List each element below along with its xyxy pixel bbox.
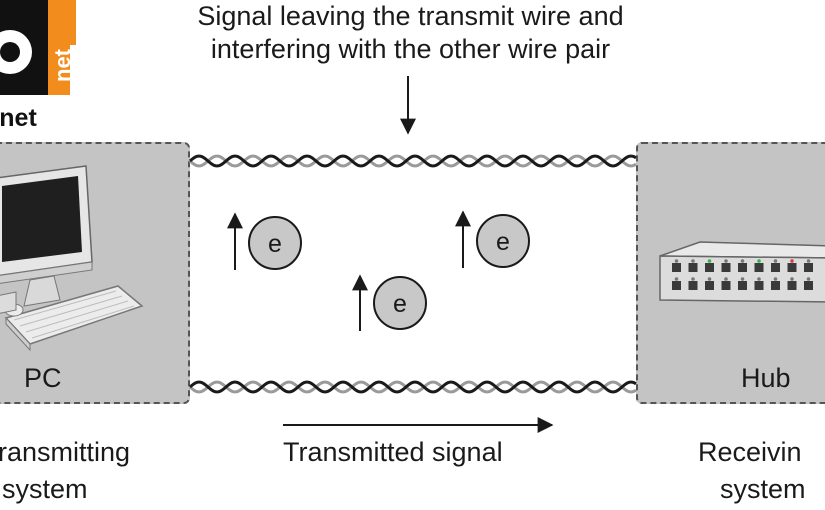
right-caption-line-2: system xyxy=(720,474,806,504)
electron-3: e xyxy=(373,276,427,330)
pc-illustration xyxy=(0,165,144,352)
hub-port-led xyxy=(674,259,679,263)
keyboard-edge xyxy=(5,316,31,352)
hub-port-led xyxy=(674,277,679,281)
hub-port-led xyxy=(740,277,745,281)
wire-top-dark xyxy=(189,154,637,168)
hub-port-led xyxy=(773,277,778,281)
hub-port xyxy=(721,263,731,272)
hub-port-led xyxy=(707,259,712,263)
monitor-screen xyxy=(2,176,82,262)
logo xyxy=(0,0,76,95)
left-caption-line-2: system xyxy=(2,474,88,504)
monitor-stand xyxy=(23,275,61,307)
wire-bottom-light xyxy=(189,380,637,394)
hub-port xyxy=(754,281,764,290)
hub-port-led xyxy=(806,277,811,281)
hub-port-led xyxy=(740,259,745,263)
hub-port xyxy=(738,263,747,272)
hub-port xyxy=(804,281,813,290)
hub-port-led xyxy=(757,259,761,263)
hub-port xyxy=(705,263,714,272)
hub-port-led xyxy=(691,259,695,263)
hub-label: Hub xyxy=(741,363,791,393)
hub-port-led xyxy=(806,259,811,263)
electron-2: e xyxy=(476,214,530,268)
hub-port-led xyxy=(724,277,728,281)
hub-port-led xyxy=(790,259,794,263)
hub-port-led xyxy=(757,277,761,281)
hub-port xyxy=(672,263,681,272)
title-line-1: Signal leaving the transmit wire and xyxy=(197,1,624,31)
hub-port-led xyxy=(691,277,695,281)
logo-wordmark: onet xyxy=(0,104,37,132)
hub-illustration xyxy=(659,241,825,303)
title-line-2: interfering with the other wire pair xyxy=(210,34,611,64)
hub-port xyxy=(787,263,797,272)
hub-port xyxy=(721,281,731,290)
hub-ports xyxy=(672,259,813,290)
hub-port-led xyxy=(790,277,794,281)
left-caption-line-1: ransmitting xyxy=(0,437,131,467)
diagram-title: Signal leaving the transmit wire and int… xyxy=(0,0,825,66)
hub-port xyxy=(738,281,747,290)
hub-port xyxy=(688,281,698,290)
monitor-chin xyxy=(0,261,93,284)
pc-label: PC xyxy=(24,363,62,393)
logo-orange-cap xyxy=(70,0,76,45)
right-caption-line-1: Receivin xyxy=(698,437,802,467)
electron-3-symbol: e xyxy=(393,290,407,318)
hub-port xyxy=(771,281,780,290)
hub-port-led xyxy=(773,259,778,263)
electron-1: e xyxy=(248,216,302,270)
wire-bottom-dark xyxy=(189,380,637,394)
hub-port xyxy=(804,263,813,272)
hub-port-led xyxy=(724,259,728,263)
hub-port xyxy=(688,263,698,272)
wire-top-light xyxy=(189,154,637,168)
hub-port-led xyxy=(707,277,712,281)
electron-2-symbol: e xyxy=(496,228,510,256)
signal-caption: Transmitted signal xyxy=(283,437,503,467)
hub-port xyxy=(672,281,681,290)
hub-port xyxy=(754,263,764,272)
hub-port xyxy=(705,281,714,290)
logo-ring-hole xyxy=(0,42,20,62)
logo-orange-tag xyxy=(48,0,70,95)
tower xyxy=(0,291,17,314)
hub-port xyxy=(771,263,780,272)
hub-port xyxy=(787,281,797,290)
electron-1-symbol: e xyxy=(268,230,282,258)
